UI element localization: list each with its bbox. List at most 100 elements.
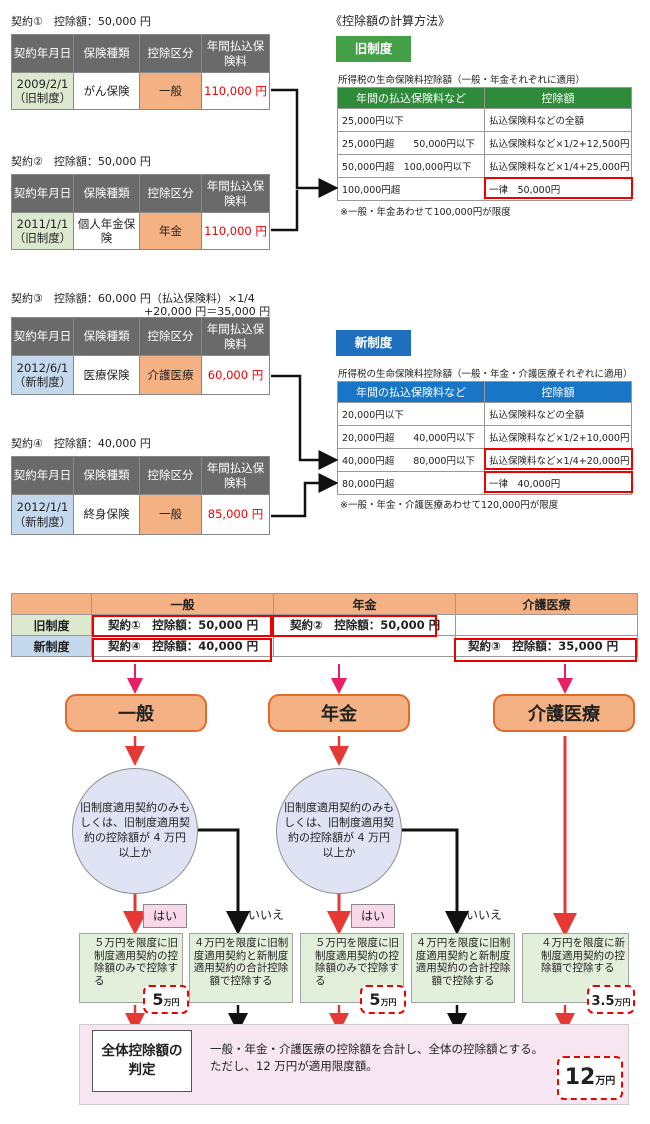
range-cell: 25,000円以下 (337, 108, 485, 132)
question-circle-ippan: 旧制度適用契約のみもしくは、旧制度適用契約の控除額が 4 万円以上か (72, 768, 198, 894)
insurance-type: 終身保険 (73, 494, 140, 535)
header-date: 契約年月日 (11, 317, 74, 356)
deduction-category: 年金 (139, 212, 202, 250)
new-highlight-box-2 (484, 471, 633, 493)
summary-col-ippan: 一般 (91, 593, 274, 615)
old-system-caption: 所得税の生命保険料控除額（一般・年金それぞれに適用） (338, 75, 586, 86)
header-premium: 年間払込保険料 (201, 34, 270, 73)
formula-cell: 払込保険料など×1/2+10,000円 (484, 425, 632, 449)
contract-3-title: 契約③ 控除額：60,000 円（払込保険料）×1/4 (11, 292, 255, 305)
contract-date: 2012/1/1（新制度） (11, 494, 74, 535)
summary-highlight-1 (92, 615, 272, 637)
new-system-badge: 新制度 (336, 330, 411, 356)
contract-2-title: 契約② 控除額：50,000 円 (11, 155, 151, 168)
col-header-deduction: 控除額 (484, 381, 632, 403)
yes-label-nenkin: はい (351, 904, 395, 928)
category-nenkin-pill: 年金 (268, 694, 410, 732)
summary-old-kaigo (455, 614, 638, 636)
amount-kaigo: 3.5万円 (587, 985, 635, 1014)
arrow-contract-4 (271, 473, 339, 518)
result-box-ippan-no: ４万円を限度に旧制度適用契約と新制度適用契約の合計控除額で控除する (189, 933, 293, 1003)
old-system-note: ※一般・年金あわせて100,000円が限度 (340, 207, 511, 218)
result-box-ippan-yes: ５万円を限度に旧制度適用契約の控除額のみで控除する (79, 933, 183, 1003)
arrow-contract-3 (271, 374, 339, 470)
amount-ippan: 5万円 (143, 985, 189, 1014)
deduction-category: 一般 (139, 72, 202, 110)
summary-new-kaigo: 契約③ 控除額：35,000 円 (455, 635, 638, 657)
header-category: 控除区分 (139, 174, 202, 213)
total-line-2: ただし、12 万円が適用限度額。 (210, 1059, 378, 1073)
summary-highlight-3 (454, 638, 637, 662)
header-category: 控除区分 (139, 317, 202, 356)
range-cell: 50,000円超 100,000円以下 (337, 154, 485, 178)
summary-col-nenkin: 年金 (273, 593, 456, 615)
category-ippan-pill: 一般 (65, 694, 207, 732)
yes-label-ippan: はい (143, 904, 187, 928)
method-title: 《控除額の計算方法》 (330, 14, 451, 28)
contract-1-title: 契約① 控除額：50,000 円 (11, 15, 151, 28)
summary-highlight-2 (272, 615, 437, 637)
contract-3-table: 契約年月日 保険種類 控除区分 年間払込保険料 2012/6/1（新制度） 医療… (11, 317, 270, 395)
contract-date: 2011/1/1（旧制度） (11, 212, 74, 250)
amount-nenkin: 5万円 (360, 985, 406, 1014)
header-premium: 年間払込保険料 (201, 456, 270, 495)
deduction-category: 一般 (139, 494, 202, 535)
header-premium: 年間払込保険料 (201, 174, 270, 213)
old-system-badge: 旧制度 (336, 36, 411, 62)
header-type: 保険種類 (73, 456, 140, 495)
contract-4-title: 契約④ 控除額：40,000 円 (11, 437, 151, 450)
total-label: 全体控除額の判定 (92, 1030, 192, 1092)
result-box-nenkin-yes: ５万円を限度に旧制度適用契約の控除額のみで控除する (300, 933, 404, 1003)
summary-row-new-label: 新制度 (11, 635, 92, 657)
annual-premium: 60,000 円 (201, 355, 270, 395)
col-header-deduction: 控除額 (484, 87, 632, 109)
summary-col-kaigo: 介護医療 (455, 593, 638, 615)
header-category: 控除区分 (139, 456, 202, 495)
summary-highlight-4 (92, 638, 272, 662)
formula-cell: 払込保険料など×1/2+12,500円 (484, 131, 632, 155)
contract-3-title-line2: +20,000 円＝35,000 円 (144, 305, 271, 318)
header-category: 控除区分 (139, 34, 202, 73)
contract-1-table: 契約年月日 保険種類 控除区分 年間払込保険料 2009/2/1（旧制度） がん… (11, 34, 270, 110)
header-type: 保険種類 (73, 34, 140, 73)
new-system-note: ※一般・年金・介護医療あわせて120,000円が限度 (340, 500, 559, 511)
summary-corner (11, 593, 92, 615)
contract-2-table: 契約年月日 保険種類 控除区分 年間払込保険料 2011/1/1（旧制度） 個人… (11, 174, 270, 250)
header-date: 契約年月日 (11, 174, 74, 213)
header-premium: 年間払込保険料 (201, 317, 270, 356)
insurance-type: 医療保険 (73, 355, 140, 395)
summary-new-nenkin (273, 635, 456, 657)
flow-arrows (123, 664, 577, 1033)
annual-premium: 110,000 円 (201, 212, 270, 250)
summary-row-old-label: 旧制度 (11, 614, 92, 636)
contract-date: 2009/2/1（旧制度） (11, 72, 74, 110)
summary-table: 一般 年金 介護医療 旧制度 契約① 控除額：50,000 円 契約② 控除額：… (11, 593, 638, 657)
annual-premium: 85,000 円 (201, 494, 270, 535)
category-kaigo-pill: 介護医療 (493, 694, 635, 732)
header-type: 保険種類 (73, 174, 140, 213)
contract-4-table: 契約年月日 保険種類 控除区分 年間払込保険料 2012/1/1（新制度） 終身… (11, 456, 270, 535)
old-highlight-box (484, 177, 633, 199)
col-header-premium: 年間の払込保険料など (337, 87, 485, 109)
old-system-table: 年間の払込保険料など 控除額 25,000円以下払込保険料などの全額 25,00… (337, 87, 632, 201)
col-header-premium: 年間の払込保険料など (337, 381, 485, 403)
no-label-ippan: いいえ (248, 908, 285, 922)
question-circle-nenkin: 旧制度適用契約のみもしくは、旧制度適用契約の控除額が 4 万円以上か (276, 768, 402, 894)
total-amount: 12万円 (557, 1056, 623, 1100)
deduction-category: 介護医療 (139, 355, 202, 395)
range-cell: 80,000円超 (337, 471, 485, 495)
new-highlight-box-1 (484, 448, 633, 470)
annual-premium: 110,000 円 (201, 72, 270, 110)
connector-lines (271, 88, 339, 518)
no-label-nenkin: いいえ (466, 908, 503, 922)
range-cell: 100,000円超 (337, 177, 485, 201)
header-type: 保険種類 (73, 317, 140, 356)
arrow-contract-1 (271, 88, 339, 198)
total-line-1: 一般・年金・介護医療の控除額を合計し、全体の控除額とする。 (210, 1042, 544, 1056)
result-box-nenkin-no: ４万円を限度に旧制度適用契約と新制度適用契約の合計控除額で控除する (411, 933, 515, 1003)
contract-date: 2012/6/1（新制度） (11, 355, 74, 395)
formula-cell: 払込保険料など×1/4+25,000円 (484, 154, 632, 178)
arrow-contract-2 (271, 190, 299, 232)
insurance-type: 個人年金保険 (73, 212, 140, 250)
new-system-caption: 所得税の生命保険料控除額（一般・年金・介護医療それぞれに適用） (338, 369, 633, 380)
